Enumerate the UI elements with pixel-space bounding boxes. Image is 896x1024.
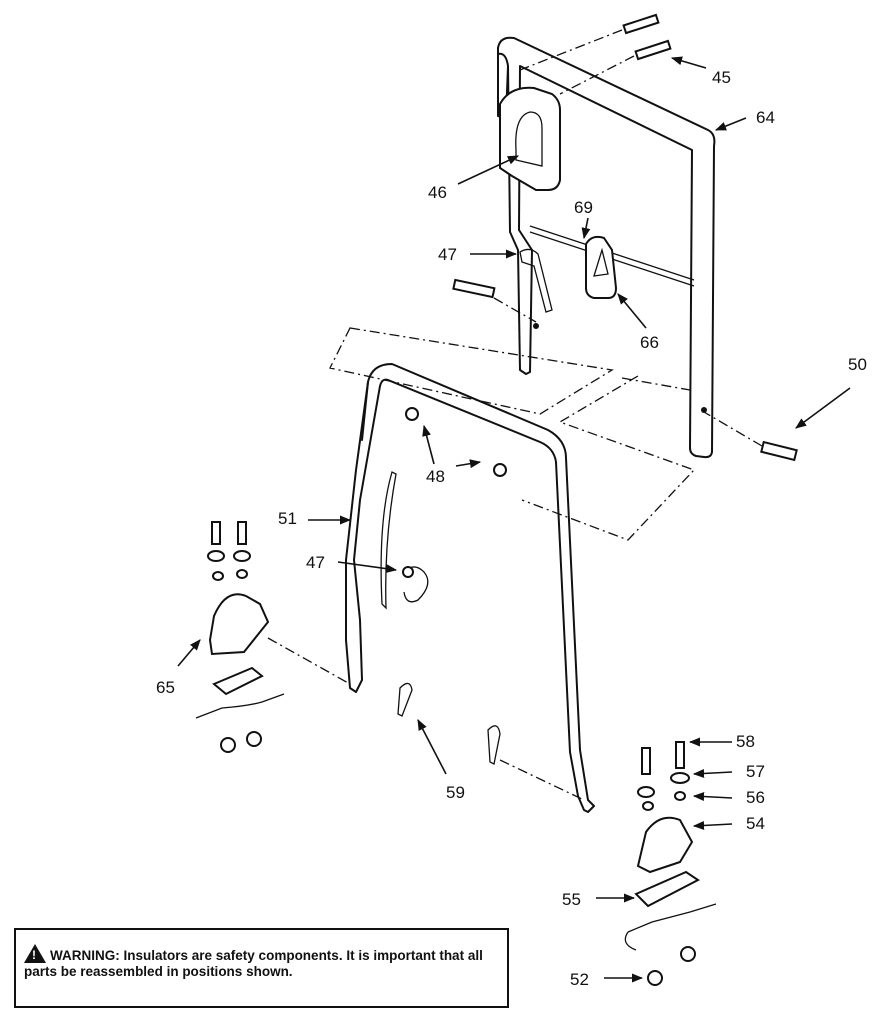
label-59: 59 <box>446 783 465 802</box>
label-46: 46 <box>428 183 447 202</box>
label-69: 69 <box>574 198 593 217</box>
label-65: 65 <box>156 678 175 697</box>
label-58: 58 <box>736 732 755 751</box>
cotter-pin-a <box>397 682 413 717</box>
bracket-65 <box>195 521 285 753</box>
cable-bracket <box>585 235 618 299</box>
label-48: 48 <box>426 467 445 486</box>
cable-tie-upper <box>519 248 553 313</box>
label-52: 52 <box>570 970 589 989</box>
bolt-50 <box>760 440 798 462</box>
lower-handle <box>345 363 595 813</box>
label-66: 66 <box>640 333 659 352</box>
label-57: 57 <box>746 762 765 781</box>
bolts-45 <box>622 13 672 61</box>
label-47-lower: 47 <box>306 553 325 572</box>
label-51: 51 <box>278 509 297 528</box>
warning-box: ! WARNING: Insulators are safety componen… <box>14 928 509 1008</box>
nut-48b <box>493 463 507 477</box>
warning-triangle-icon: ! <box>24 944 46 963</box>
insulator-strip <box>380 471 397 610</box>
label-54: 54 <box>746 814 765 833</box>
label-47-upper: 47 <box>438 245 457 264</box>
label-50: 50 <box>848 355 867 374</box>
label-56: 56 <box>746 788 765 807</box>
warning-text: Insulators are safety components. It is … <box>24 948 483 979</box>
bracket-54 <box>624 741 717 986</box>
warning-prefix: WARNING: <box>50 948 120 963</box>
label-55: 55 <box>562 890 581 909</box>
bolt-left <box>452 278 496 299</box>
handle-grip <box>499 86 561 191</box>
label-45: 45 <box>712 68 731 87</box>
nut-48a <box>405 407 419 421</box>
label-64: 64 <box>756 108 775 127</box>
cable-tie-lower <box>403 566 429 603</box>
cotter-pin-b <box>487 725 501 765</box>
